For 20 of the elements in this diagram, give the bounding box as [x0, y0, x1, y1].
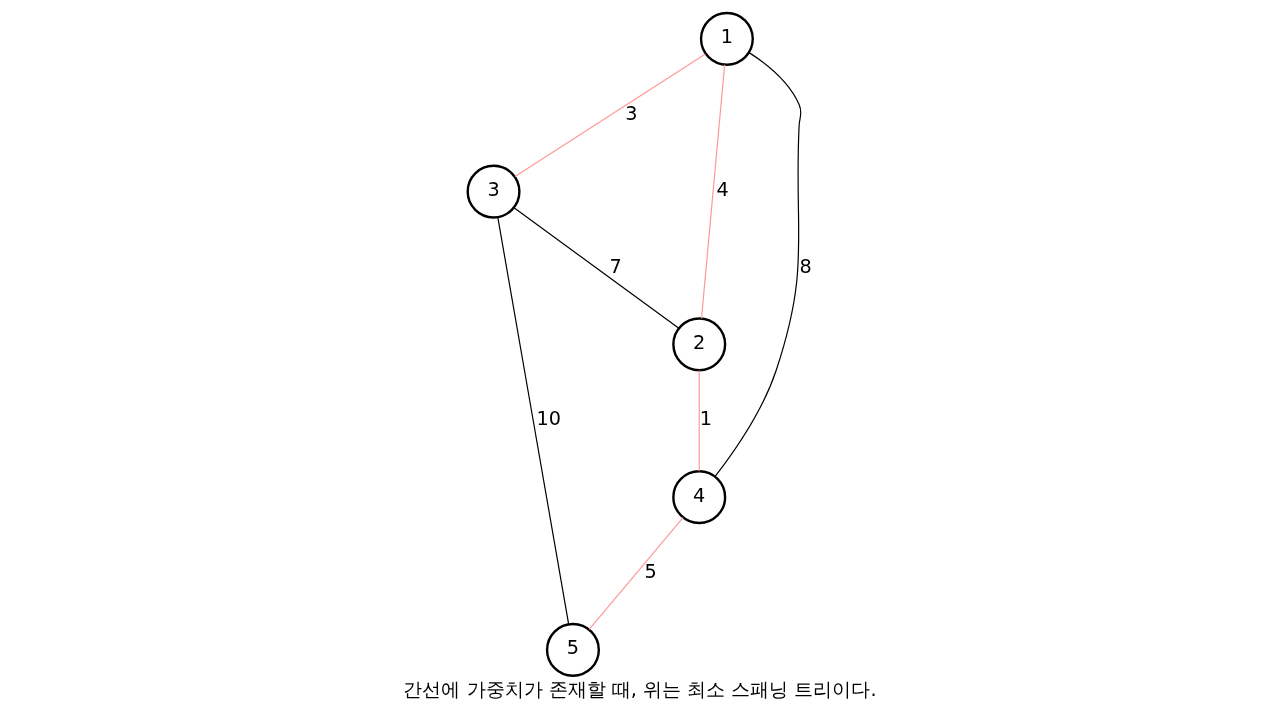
- connector: [698, 369, 700, 472]
- edge-label: 4: [716, 178, 729, 202]
- edge-label: 3: [625, 101, 638, 125]
- edge-label: 1: [699, 407, 712, 431]
- connector: [588, 517, 684, 631]
- connector: [700, 64, 726, 320]
- caption: 간선에 가중치가 존재할 때, 위는 최소 스패닝 트리이다.: [403, 677, 877, 701]
- edge-label: 10: [536, 407, 562, 431]
- connector: [714, 52, 802, 478]
- connector: [497, 216, 570, 625]
- node-circle: 5: [545, 622, 600, 677]
- node-circle: 4: [672, 470, 727, 525]
- node-circle: 2: [672, 317, 727, 372]
- edge-label: 5: [644, 560, 657, 584]
- node-circle: 3: [466, 164, 521, 219]
- connector: [513, 207, 680, 329]
- connector: [514, 53, 706, 178]
- node-circle: 1: [699, 11, 754, 66]
- edge-label: 7: [609, 254, 622, 278]
- edge-label: 8: [799, 254, 812, 278]
